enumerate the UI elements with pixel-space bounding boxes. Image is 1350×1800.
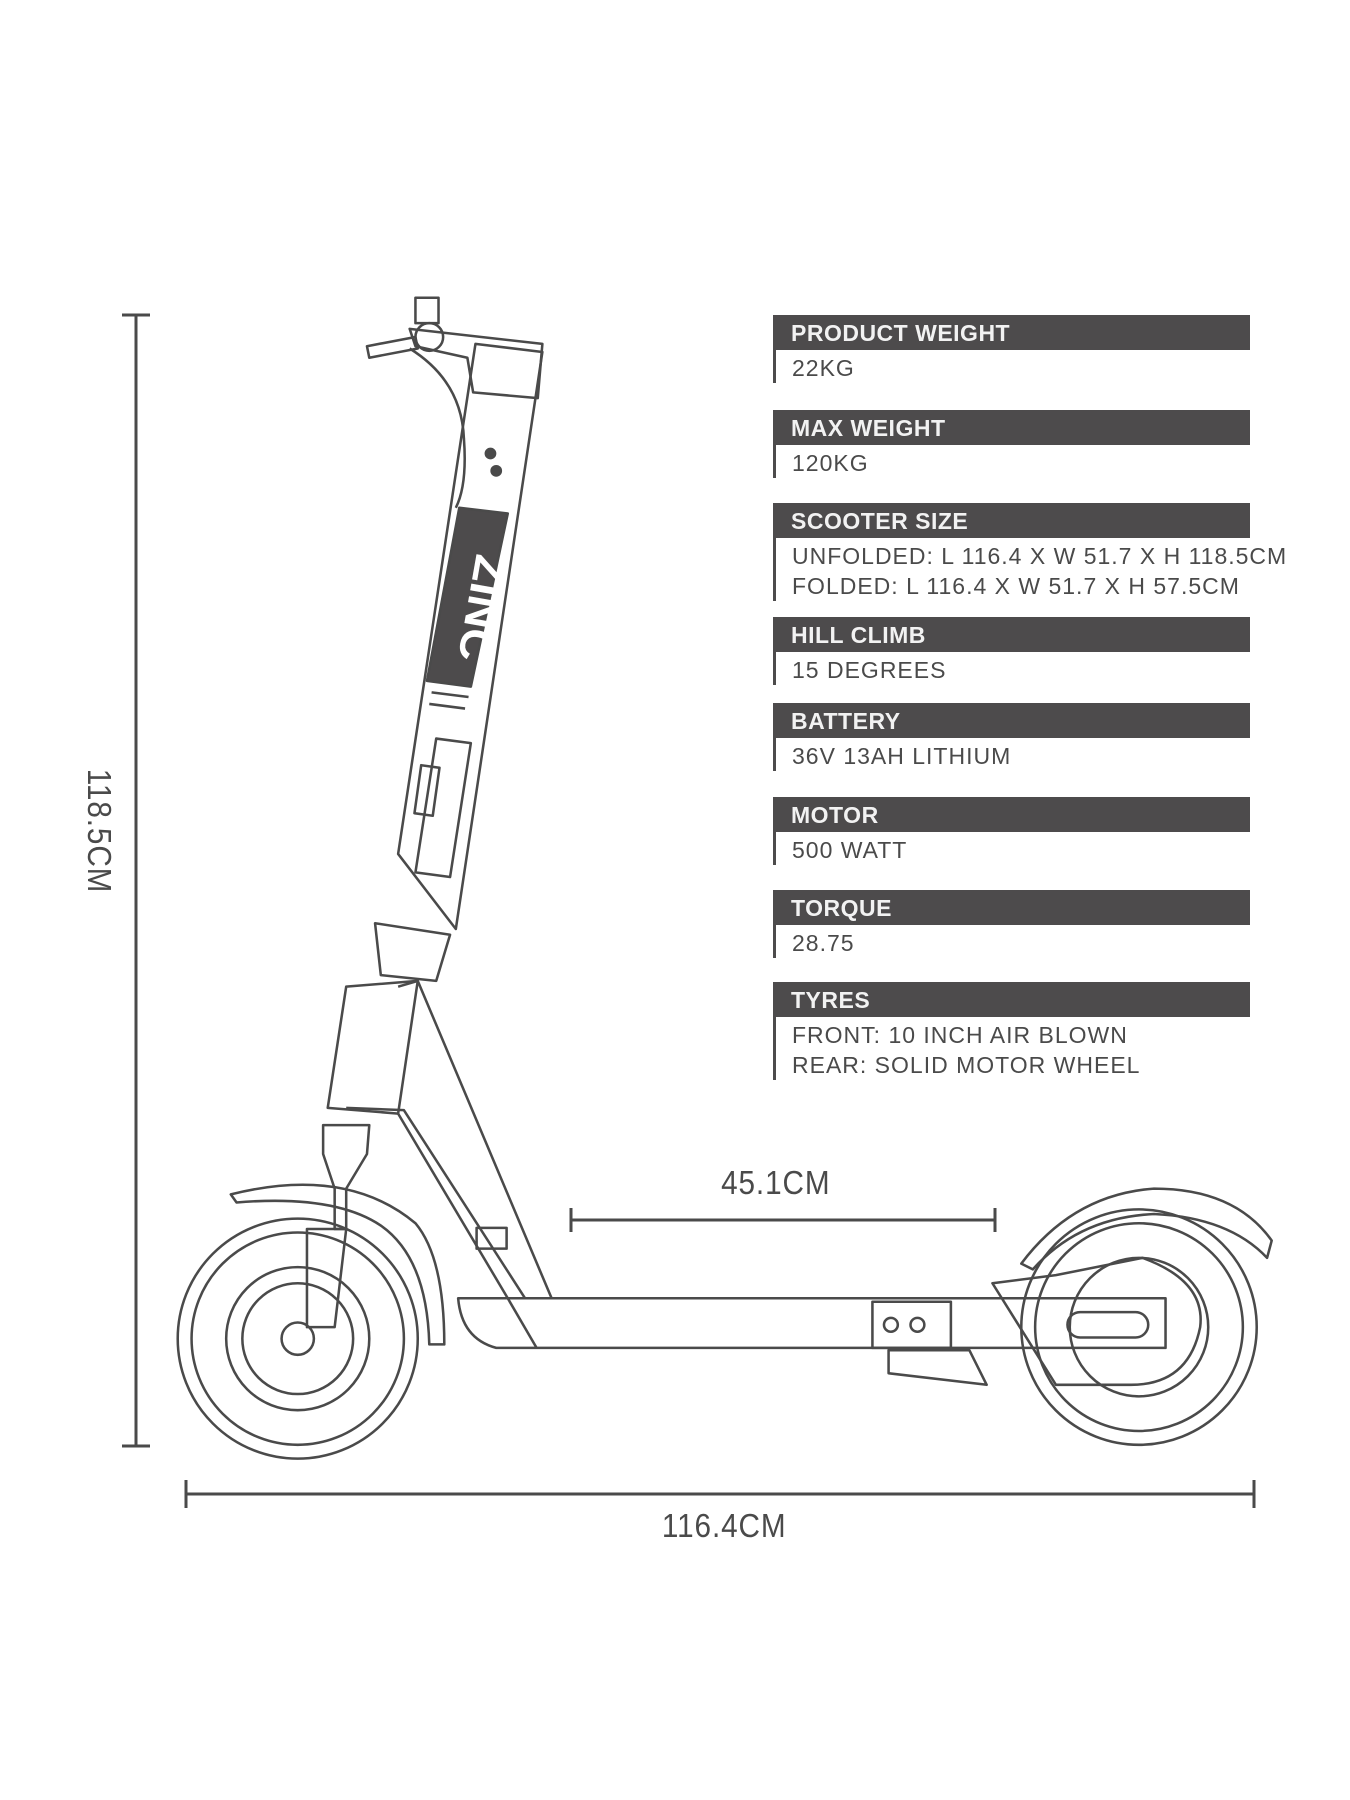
spec-max-weight: MAX WEIGHT 120KG bbox=[773, 410, 1250, 478]
length-dimension-label: 116.4CM bbox=[661, 1507, 787, 1544]
deck-dimension-label: 45.1CM bbox=[721, 1164, 831, 1201]
spec-value: 28.75 bbox=[773, 925, 1250, 958]
spec-motor: MOTOR 500 WATT bbox=[773, 797, 1250, 865]
spec-value: FOLDED: L 116.4 X W 51.7 X H 57.5CM bbox=[773, 571, 1250, 601]
deck bbox=[456, 1226, 1167, 1387]
front-fork bbox=[305, 1123, 371, 1329]
front-wheel bbox=[176, 1217, 420, 1460]
spec-value: 36V 13AH LITHIUM bbox=[773, 738, 1250, 771]
spec-hill-climb: HILL CLIMB 15 DEGREES bbox=[773, 617, 1250, 685]
spec-battery: BATTERY 36V 13AH LITHIUM bbox=[773, 703, 1250, 771]
stem bbox=[326, 342, 544, 1115]
spec-title: BATTERY bbox=[773, 703, 1250, 738]
spec-value: 500 WATT bbox=[773, 832, 1250, 865]
spec-value: UNFOLDED: L 116.4 X W 51.7 X H 118.5CM bbox=[773, 538, 1286, 571]
spec-value: FRONT: 10 INCH AIR BLOWN bbox=[773, 1017, 1250, 1050]
height-dimension-label: 118.5CM bbox=[81, 768, 119, 894]
spec-title: SCOOTER SIZE bbox=[773, 503, 1250, 538]
height-dimension-line bbox=[122, 313, 150, 1448]
handlebar bbox=[365, 296, 544, 509]
front-fender bbox=[229, 1183, 446, 1346]
rear-motor-cover bbox=[991, 1256, 1202, 1387]
spec-value: 120KG bbox=[773, 445, 1250, 478]
rear-wheel bbox=[1020, 1208, 1258, 1447]
spec-torque: TORQUE 28.75 bbox=[773, 890, 1250, 958]
deck-dimension-line bbox=[569, 1208, 997, 1232]
length-dimension-line bbox=[184, 1480, 1256, 1508]
spec-title: HILL CLIMB bbox=[773, 617, 1250, 652]
spec-title: TORQUE bbox=[773, 890, 1250, 925]
frame bbox=[346, 979, 553, 1300]
spec-value: REAR: SOLID MOTOR WHEEL bbox=[773, 1050, 1250, 1080]
spec-value: 15 DEGREES bbox=[773, 652, 1250, 685]
spec-value: 22KG bbox=[773, 350, 1250, 383]
spec-scooter-size: SCOOTER SIZE UNFOLDED: L 116.4 X W 51.7 … bbox=[773, 503, 1286, 601]
spec-title: MOTOR bbox=[773, 797, 1250, 832]
spec-title: PRODUCT WEIGHT bbox=[773, 315, 1250, 350]
spec-title: TYRES bbox=[773, 982, 1250, 1017]
spec-tyres: TYRES FRONT: 10 INCH AIR BLOWN REAR: SOL… bbox=[773, 982, 1250, 1080]
spec-product-weight: PRODUCT WEIGHT 22KG bbox=[773, 315, 1250, 383]
rear-fender bbox=[1020, 1187, 1273, 1271]
rear-slot bbox=[1066, 1310, 1150, 1339]
spec-title: MAX WEIGHT bbox=[773, 410, 1250, 445]
